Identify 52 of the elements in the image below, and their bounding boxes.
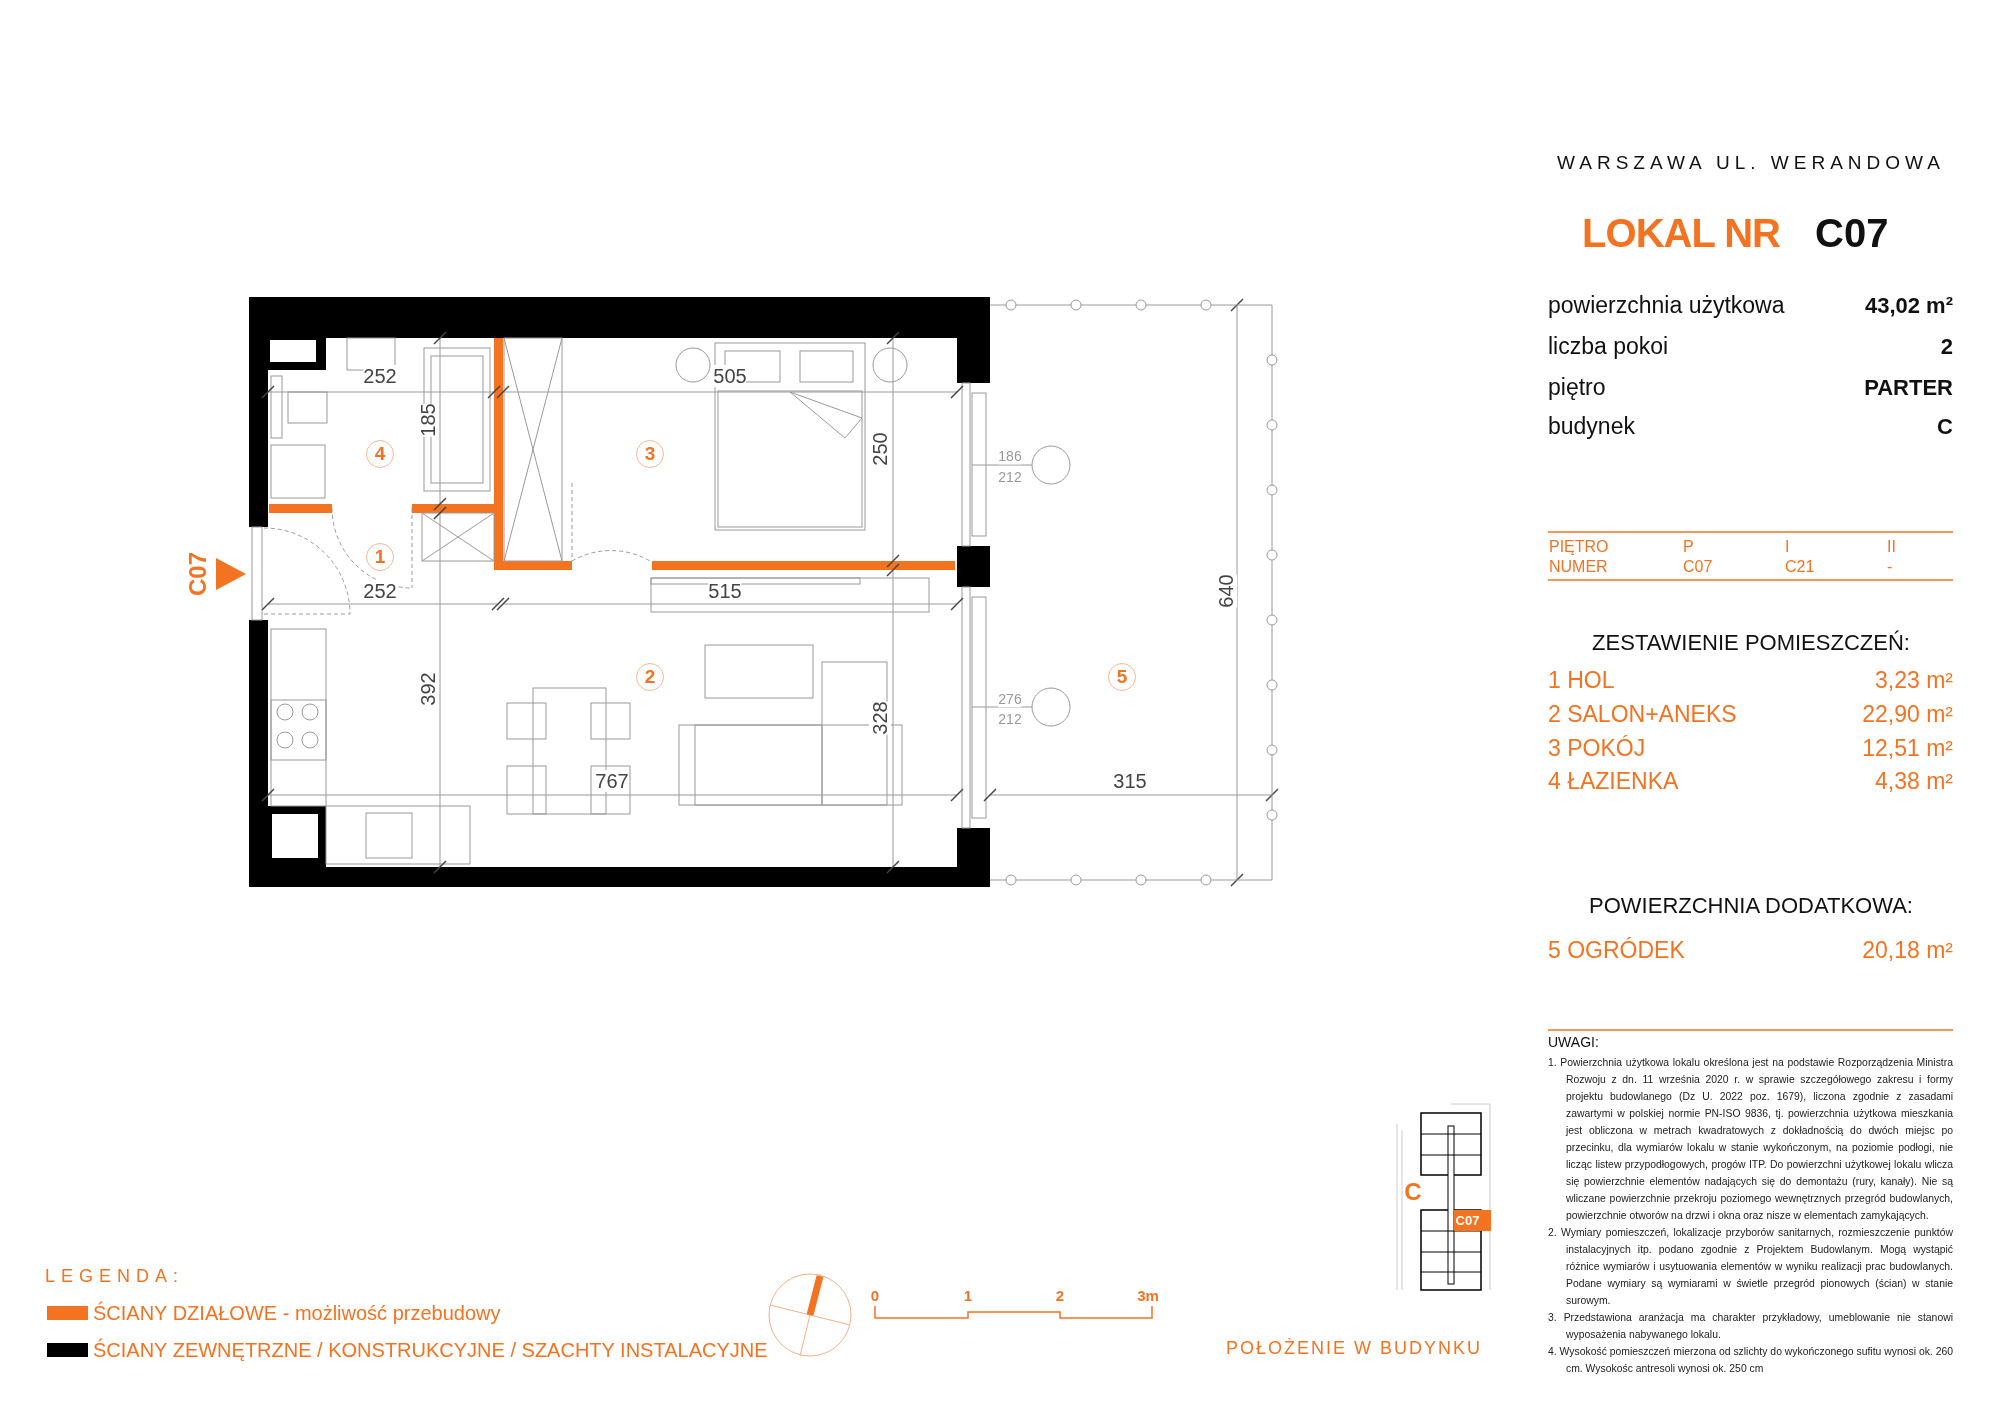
note-text: 4. Wysokość pomieszczeń mierzona od szlichty do wykończonego sufitu wynosi ok. 260 cm. Wysokośc antresoli wynosi ok. 250 cm xyxy=(1548,1345,1953,1376)
floor-table-text: C21 xyxy=(1785,558,1815,576)
dimension-text: 505 xyxy=(713,365,747,387)
unit-heading: LOKAL NR xyxy=(1582,211,1780,255)
section-heading: POWIERZCHNIA DODATKOWA: xyxy=(1589,893,1913,919)
key-plan-caption: POŁOŻENIE W BUDYNKU xyxy=(1225,1339,1482,1359)
property-value: 43,02 m² xyxy=(1864,293,1953,319)
property-label: powierzchnia użytkowa xyxy=(1548,293,1785,319)
room-name: 3 POKÓJ xyxy=(1548,736,1646,762)
entrance-label: C07 xyxy=(184,552,212,596)
room-name: 2 SALON+ANEKS xyxy=(1548,702,1737,728)
room-name: 5 OGRÓDEK xyxy=(1548,938,1685,964)
section-heading: ZESTAWIENIE POMIESZCZEŃ: xyxy=(1592,630,1910,656)
room-name: 1 HOL xyxy=(1548,668,1615,694)
address-text: WARSZAWA UL. WERANDOWA xyxy=(1557,152,1945,174)
dimension-text: 767 xyxy=(595,770,629,792)
note-text: 1. Powierzchnia użytkowa lokalu określona jest na podstawie Rozporządzenia Ministra Rozwoju z dn. 11 września 2020 r. w sprawie szczegółowego zakresu i formy projektu budowlanego (Dz U. 2022 poz. 1679), liczona zgodnie z zasadami zawartymi w polskiej normie PN-ISO 9836, tj. powierzchnia użytkowa mieszkania jest obliczona w metrach kwadratowych z dokładnością do dwóch miejsc po przecinku, dla wymiarów lokalu w stanie wykończonym, na poziomie podłogi, nie licząc listew przypodłogowych, progów ITP. Do powierzchni użytkowej lokalu wlicza się powierzchnie elementów nadających się do demontażu (rury, kanały). Nie są wliczane powierzchnie przekroju poziomego wewnętrznych przegród budowlanych, powierzchnie otworów na drzwi i okna oraz nisze w elementach zamykających. xyxy=(1548,1056,1953,1223)
floor-table-text: NUMER xyxy=(1549,558,1608,576)
note-text: 3. Przedstawiona aranżacja ma charakter przykładowy, umeblowanie nie stanowi wyposażenia nabywanego lokalu. xyxy=(1548,1311,1953,1342)
property-value: 2 xyxy=(1940,334,1953,360)
property-label: piętro xyxy=(1548,375,1606,401)
room-area: 20,18 m² xyxy=(1862,938,1953,964)
room-name: 4 ŁAZIENKA xyxy=(1548,769,1679,795)
room-area: 3,23 m² xyxy=(1875,668,1953,694)
dimension-text: 186 xyxy=(998,449,1022,465)
room-area: 4,38 m² xyxy=(1875,769,1953,795)
floor-table-text: P xyxy=(1683,538,1694,556)
floor-table-text: I xyxy=(1785,538,1790,556)
unit-number: C07 xyxy=(1815,211,1889,255)
room-area: 12,51 m² xyxy=(1862,736,1953,762)
unit-location-marker: C07 xyxy=(1454,1210,1481,1231)
dimension-text: 276 xyxy=(998,692,1022,708)
floor-table-text: II xyxy=(1887,538,1896,556)
legend-text: ŚCIANY ZEWNĘTRZNE / KONSTRUKCYJNE / SZACHTY INSTALACYJNE xyxy=(93,1339,768,1361)
floor-table-text: - xyxy=(1887,558,1893,576)
floor-table-text: PIĘTRO xyxy=(1549,538,1609,556)
scale-label: 3m xyxy=(1137,1287,1159,1305)
scale-label: 2 xyxy=(1055,1287,1065,1305)
floor-table-text: C07 xyxy=(1683,558,1713,576)
notes-heading: UWAGI: xyxy=(1548,1035,1599,1051)
legend-heading: LEGENDA: xyxy=(45,1267,185,1287)
room-area: 22,90 m² xyxy=(1862,702,1953,728)
property-value: PARTER xyxy=(1864,375,1953,401)
property-label: budynek xyxy=(1548,414,1635,440)
building-letter: C xyxy=(1404,1178,1422,1206)
scale-label: 1 xyxy=(963,1287,973,1305)
property-value: C xyxy=(1937,414,1953,440)
legend-text: ŚCIANY DZIAŁOWE - możliwość przebudowy xyxy=(93,1302,501,1324)
scale-label: 0 xyxy=(870,1287,880,1305)
dimension-text: 328 xyxy=(869,701,891,735)
note-text: 2. Wymiary pomieszczeń, lokalizacje przyborów sanitarnych, rozmieszczenie punktów instalacyjnych itp. podano zgodnie z Projektem Budowlanym. Mogą wystąpić różnice wymiarów i usytuowania elementów w wyniku realizacji prac budowlanych. Podane wymiary są wymiarami w świetle przegród pionowych (ścian) w stanie surowym. xyxy=(1548,1226,1953,1308)
property-label: liczba pokoi xyxy=(1548,334,1669,360)
